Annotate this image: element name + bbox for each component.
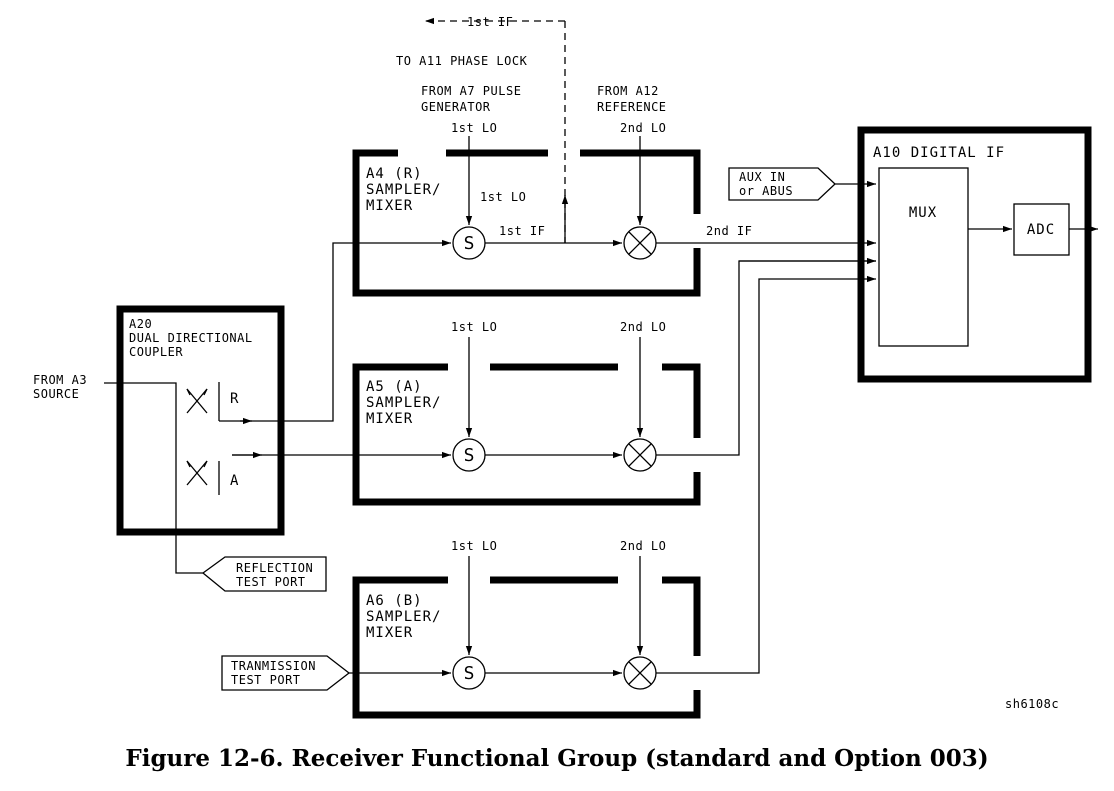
port-r-label: R <box>230 391 239 407</box>
a4-first-lo-label-outer: 1st LO <box>451 121 497 135</box>
from-a7-label-line1: FROM A7 PULSE <box>421 84 521 98</box>
a5-first-lo-label: 1st LO <box>451 320 497 334</box>
transmission-test-port-tag <box>221 655 351 691</box>
figure-caption: Figure 12-6. Receiver Functional Group (… <box>125 745 989 772</box>
aux-in-abus-tag <box>728 167 836 201</box>
a5-sampler-symbol: S <box>464 445 475 466</box>
a6-label-line1: A6 (B) <box>366 593 423 609</box>
a5-mixer-cross <box>628 443 652 467</box>
a6-sampler-symbol: S <box>464 663 475 684</box>
a-coupler-cross <box>186 460 208 486</box>
a6-block-outline-right <box>662 576 701 656</box>
a5-label-line1: A5 (A) <box>366 379 423 395</box>
a5-second-lo-label: 2nd LO <box>620 320 666 334</box>
transmission-label-line2: TEST PORT <box>231 673 301 687</box>
reflection-label-line2: TEST PORT <box>236 575 306 589</box>
a6-first-lo-label: 1st LO <box>451 539 497 553</box>
a4-label-line3: MIXER <box>366 198 413 214</box>
a4-label-line2: SAMPLER/ <box>366 182 441 198</box>
from-a7-label-line2: GENERATOR <box>421 100 491 114</box>
mux-block <box>878 167 969 347</box>
a6-second-lo-label: 2nd LO <box>620 539 666 553</box>
a10-label: A10 DIGITAL IF <box>873 145 1005 161</box>
receiver-block-diagram: 1st IF TO A11 PHASE LOCK FROM A7 PULSE G… <box>33 15 1098 719</box>
r-signal-line <box>219 239 451 422</box>
a6-second-if-line <box>656 275 876 674</box>
a5-block-outline-left <box>352 363 701 506</box>
first-if-top-label: 1st IF <box>467 15 513 29</box>
port-a-label: A <box>230 473 239 489</box>
to-a11-label: TO A11 PHASE LOCK <box>396 54 528 68</box>
a20-label-line1: A20 <box>129 317 152 331</box>
reflection-label-line1: REFLECTION <box>236 561 313 575</box>
a4-sampler-symbol: S <box>464 233 475 254</box>
a5-label-line3: MIXER <box>366 411 413 427</box>
a4-first-lo-label-inner: 1st LO <box>480 190 526 204</box>
a6-mixer-cross <box>628 661 652 685</box>
adc-label: ADC <box>1027 222 1055 238</box>
a4-second-lo-label: 2nd LO <box>620 121 666 135</box>
a20-label-line2: DUAL DIRECTIONAL <box>129 331 253 345</box>
aux-label-line1: AUX IN <box>739 170 785 184</box>
a4-block-outline-right <box>580 149 701 214</box>
transmission-label-line1: TRANMISSION <box>231 659 316 673</box>
a5-block-outline-right <box>662 363 701 438</box>
r-coupler-cross <box>186 388 208 414</box>
source-thru-line <box>104 382 203 574</box>
a20-label-line3: COUPLER <box>129 345 183 359</box>
a6-label-line2: SAMPLER/ <box>366 609 441 625</box>
a4-first-if-label: 1st IF <box>499 224 545 238</box>
aux-label-line2: or ABUS <box>739 184 793 198</box>
coupler-cross-ticks <box>186 388 208 468</box>
from-a3-label-line2: SOURCE <box>33 387 79 401</box>
a5-label-line2: SAMPLER/ <box>366 395 441 411</box>
a4-mixer-cross <box>628 231 652 255</box>
reflection-test-port-tag <box>201 556 327 592</box>
figure-id: sh6108c <box>1005 697 1059 711</box>
a6-label-line3: MIXER <box>366 625 413 641</box>
a4-block-outline-left <box>352 149 701 297</box>
from-a12-label-line1: FROM A12 <box>597 84 659 98</box>
a10-digital-if-block <box>857 126 1092 383</box>
from-a12-label-line2: REFERENCE <box>597 100 667 114</box>
a6-block-outline-left <box>352 576 701 719</box>
a4-label-line1: A4 (R) <box>366 166 423 182</box>
mux-label: MUX <box>909 205 937 221</box>
a4-second-if-label: 2nd IF <box>706 224 752 238</box>
from-a3-label-line1: FROM A3 <box>33 373 87 387</box>
